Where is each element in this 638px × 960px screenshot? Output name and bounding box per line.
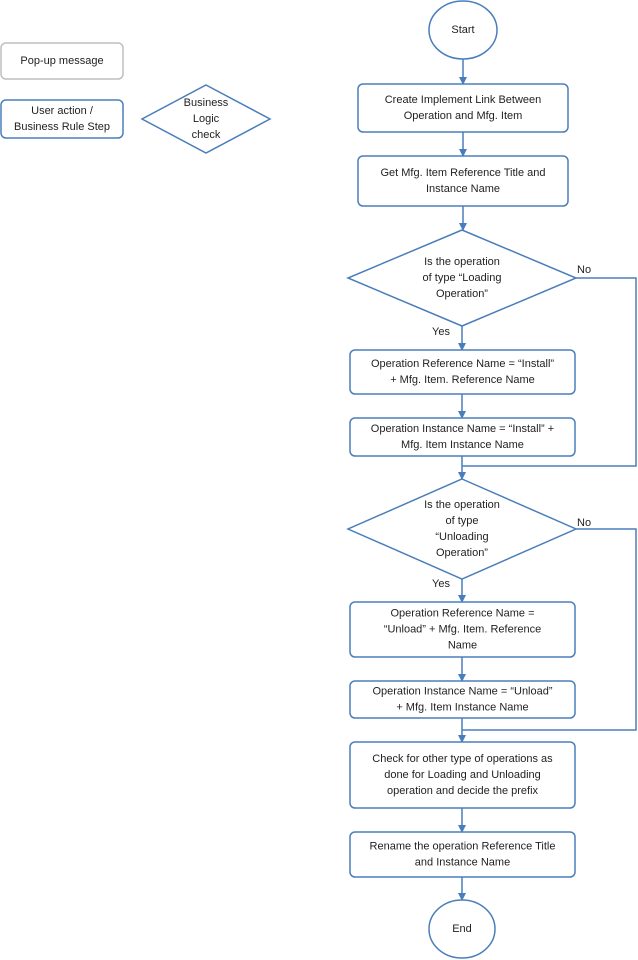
legend-popup-message-text-line: Pop-up message [20,55,103,67]
end-node-ellipse [428,899,496,959]
step-unload-reference-text-line: Name [448,640,477,652]
step-install-instance: Operation Instance Name = “Install” + Mfg… [349,417,576,457]
label-loading-yes: Yes [432,326,450,338]
step-rename-text-line: and Instance Name [415,857,510,869]
step-create-link-text-line: Create Implement Link Between [385,94,542,106]
legend-business-logic-diamond [140,84,272,154]
legend-user-action-text-line: Business Rule Step [14,121,110,133]
label-loading-no: No [577,264,591,276]
decision-unloading-diamond [346,478,578,580]
decision-unloading-text-line: Is the operation [424,499,500,511]
end-node-text-line: End [452,923,472,935]
step-install-reference-text-line: Operation Reference Name = “Install” [371,358,554,370]
step-rename: Rename the operation Reference Title and … [349,831,576,878]
step-check-other-text-line: Check for other type of operations as [372,753,553,765]
legend-business-logic-text-line: Logic [193,113,220,125]
legend-popup-message: Pop-up message [0,42,124,80]
step-check-other-text-line: operation and decide the prefix [387,785,539,797]
decision-loading: Is the operation of type “LoadingOperatio… [346,229,578,327]
start-node: Start [428,0,498,60]
decision-unloading-text-line: Operation” [436,547,488,559]
label-unloading-no: No [577,517,591,529]
step-install-instance-text-line: Operation Instance Name = “Install” + [371,423,554,435]
legend-user-action-text-line: User action / [31,105,94,117]
step-unload-reference-text-line: Operation Reference Name = [391,608,535,620]
edge-unloading-no [462,528,637,731]
legend-user-action-box [0,99,124,139]
edge-loading-no [462,277,637,467]
legend-user-action: User action / Business Rule Step [0,99,124,139]
legend-business-logic-text-line: Business [184,97,229,109]
step-install-reference-text-line: + Mfg. Item. Reference Name [390,374,535,386]
start-node-ellipse [428,0,498,60]
step-unload-instance-text-line: + Mfg. Item Instance Name [396,702,528,714]
step-unload-reference-box [349,601,576,658]
decision-unloading-text-line: of type [445,515,478,527]
step-check-other-text-line: done for Loading and Unloading [384,769,541,781]
step-install-reference-box [349,349,576,395]
step-create-link-text-line: Operation and Mfg. Item [404,110,523,122]
step-install-instance-text-line: Mfg. Item Instance Name [401,439,524,451]
step-unload-instance: Operation Instance Name = “Unload” + Mfg.… [349,680,576,719]
step-unload-instance-box [349,680,576,719]
decision-loading-diamond [346,229,578,327]
decision-loading-text-line: of type “Loading [423,272,502,284]
decision-unloading-text-line: “Unloading [435,531,488,543]
step-unload-instance-text-line: Operation Instance Name = “Unload” [372,686,552,698]
decision-unloading: Is the operation of type “UnloadingOperati… [346,478,578,580]
end-node: End [428,899,496,959]
step-check-other: Check for other type of operations as don… [349,741,576,809]
decision-loading-text-line: Is the operation [424,256,500,268]
connectors [458,59,637,901]
step-install-instance-box [349,417,576,457]
label-unloading-yes: Yes [432,578,450,590]
step-create-link-box [357,83,569,133]
legend-business-logic-text-line: check [192,129,221,141]
step-get-title-text-line: Instance Name [426,183,500,195]
step-install-reference: Operation Reference Name = “Install” + Mf… [349,349,576,395]
step-rename-text-line: Rename the operation Reference Title [370,841,556,853]
decision-loading-text-line: Operation” [436,288,488,300]
step-get-title: Get Mfg. Item Reference Title andInstanc… [357,155,569,207]
step-get-title-text-line: Get Mfg. Item Reference Title and [380,167,545,179]
legend-popup-message-box [0,42,124,80]
step-get-title-box [357,155,569,207]
start-node-text-line: Start [451,24,474,36]
step-rename-box [349,831,576,878]
step-unload-reference: Operation Reference Name = “Unload” + Mfg… [349,601,576,658]
step-check-other-box [349,741,576,809]
step-unload-reference-text-line: “Unload” + Mfg. Item. Reference [384,624,541,636]
